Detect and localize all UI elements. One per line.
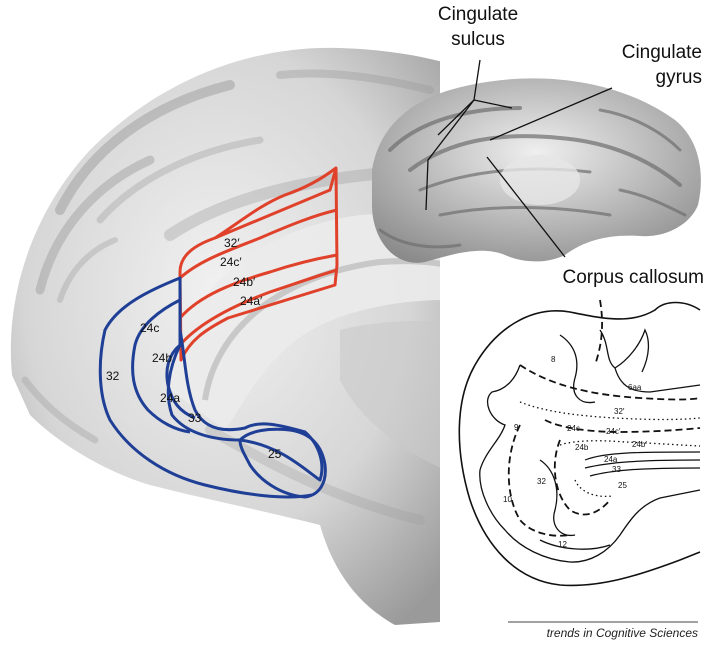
section-area-labels: 8 6aa 32′ 9 24c′ 24c 24b′ 24b 24a 33 32 … [503,355,647,549]
area-label: 33 [188,411,202,425]
area-label: 32 [106,369,120,383]
area-label: 24b′ [233,275,256,289]
cingulate-gyrus-label: Cingulate [622,42,702,63]
ventral-areas-outline [98,276,327,499]
area-label: 24c [140,321,159,335]
section-area-label: 33 [612,465,621,474]
dorsal-areas-outline [178,166,339,362]
area-label: 24b [152,351,172,365]
section-map [458,299,701,587]
area-label: 25 [268,447,282,461]
corpus-callosum-shape [170,213,440,430]
small-brain-view [372,78,701,263]
section-area-label: 24c′ [606,427,621,436]
section-area-label: 24b′ [632,440,647,449]
area-label: 32′ [224,236,240,250]
source-credit: trends in Cognitive Sciences [547,626,698,640]
section-area-label: 10 [503,495,512,504]
section-area-label: 25 [618,481,627,490]
section-area-label: 24b [575,443,589,452]
section-area-label: 24c [567,424,580,433]
leader-lines [425,59,613,258]
section-area-label: 9 [514,423,519,432]
anatomical-labels: Cingulate sulcus Cingulate gyrus Corpus … [438,4,704,288]
medial-area-labels: 32′ 24c′ 24b′ 24a′ 24c 24b 32 24a 33 25 [106,236,282,461]
section-area-label: 32 [537,477,546,486]
section-area-label: 12 [558,540,567,549]
section-area-label: 8 [551,355,556,364]
cingulate-sulcus-label: Cingulate [438,4,518,25]
cingulate-sulcus-label: sulcus [451,29,505,50]
area-label: 24c′ [220,255,242,269]
section-area-label: 32′ [614,407,625,416]
gyral-folds [21,69,436,525]
section-area-label: 24a [604,455,618,464]
corpus-callosum-label: Corpus callosum [563,267,705,288]
cingulate-gyrus-label: gyrus [656,67,702,88]
area-label: 24a′ [240,294,263,308]
section-area-label: 6aa [628,383,642,392]
area-label: 24a [160,391,180,405]
